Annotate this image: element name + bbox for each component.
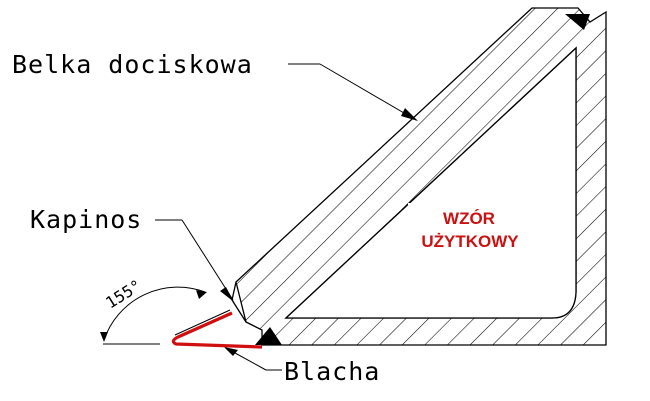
leader-blacha: [224, 347, 282, 371]
label-kapinos: Kapinos: [30, 205, 142, 234]
stamp-line-1: WZÓR: [443, 209, 495, 228]
sheet-metal-red: [171, 311, 263, 349]
angle-dimension: 155°: [100, 276, 207, 345]
stamp-line-2: UŻYTKOWY: [421, 232, 519, 251]
label-belka-dociskowa: Belka dociskowa: [12, 50, 253, 79]
weld-marks: [255, 14, 590, 345]
leader-kapinos: [155, 219, 234, 302]
clamping-beam-body: [231, 7, 607, 346]
angle-label: 155°: [102, 276, 145, 313]
label-blacha: Blacha: [284, 357, 380, 386]
leader-belka: [288, 63, 418, 121]
